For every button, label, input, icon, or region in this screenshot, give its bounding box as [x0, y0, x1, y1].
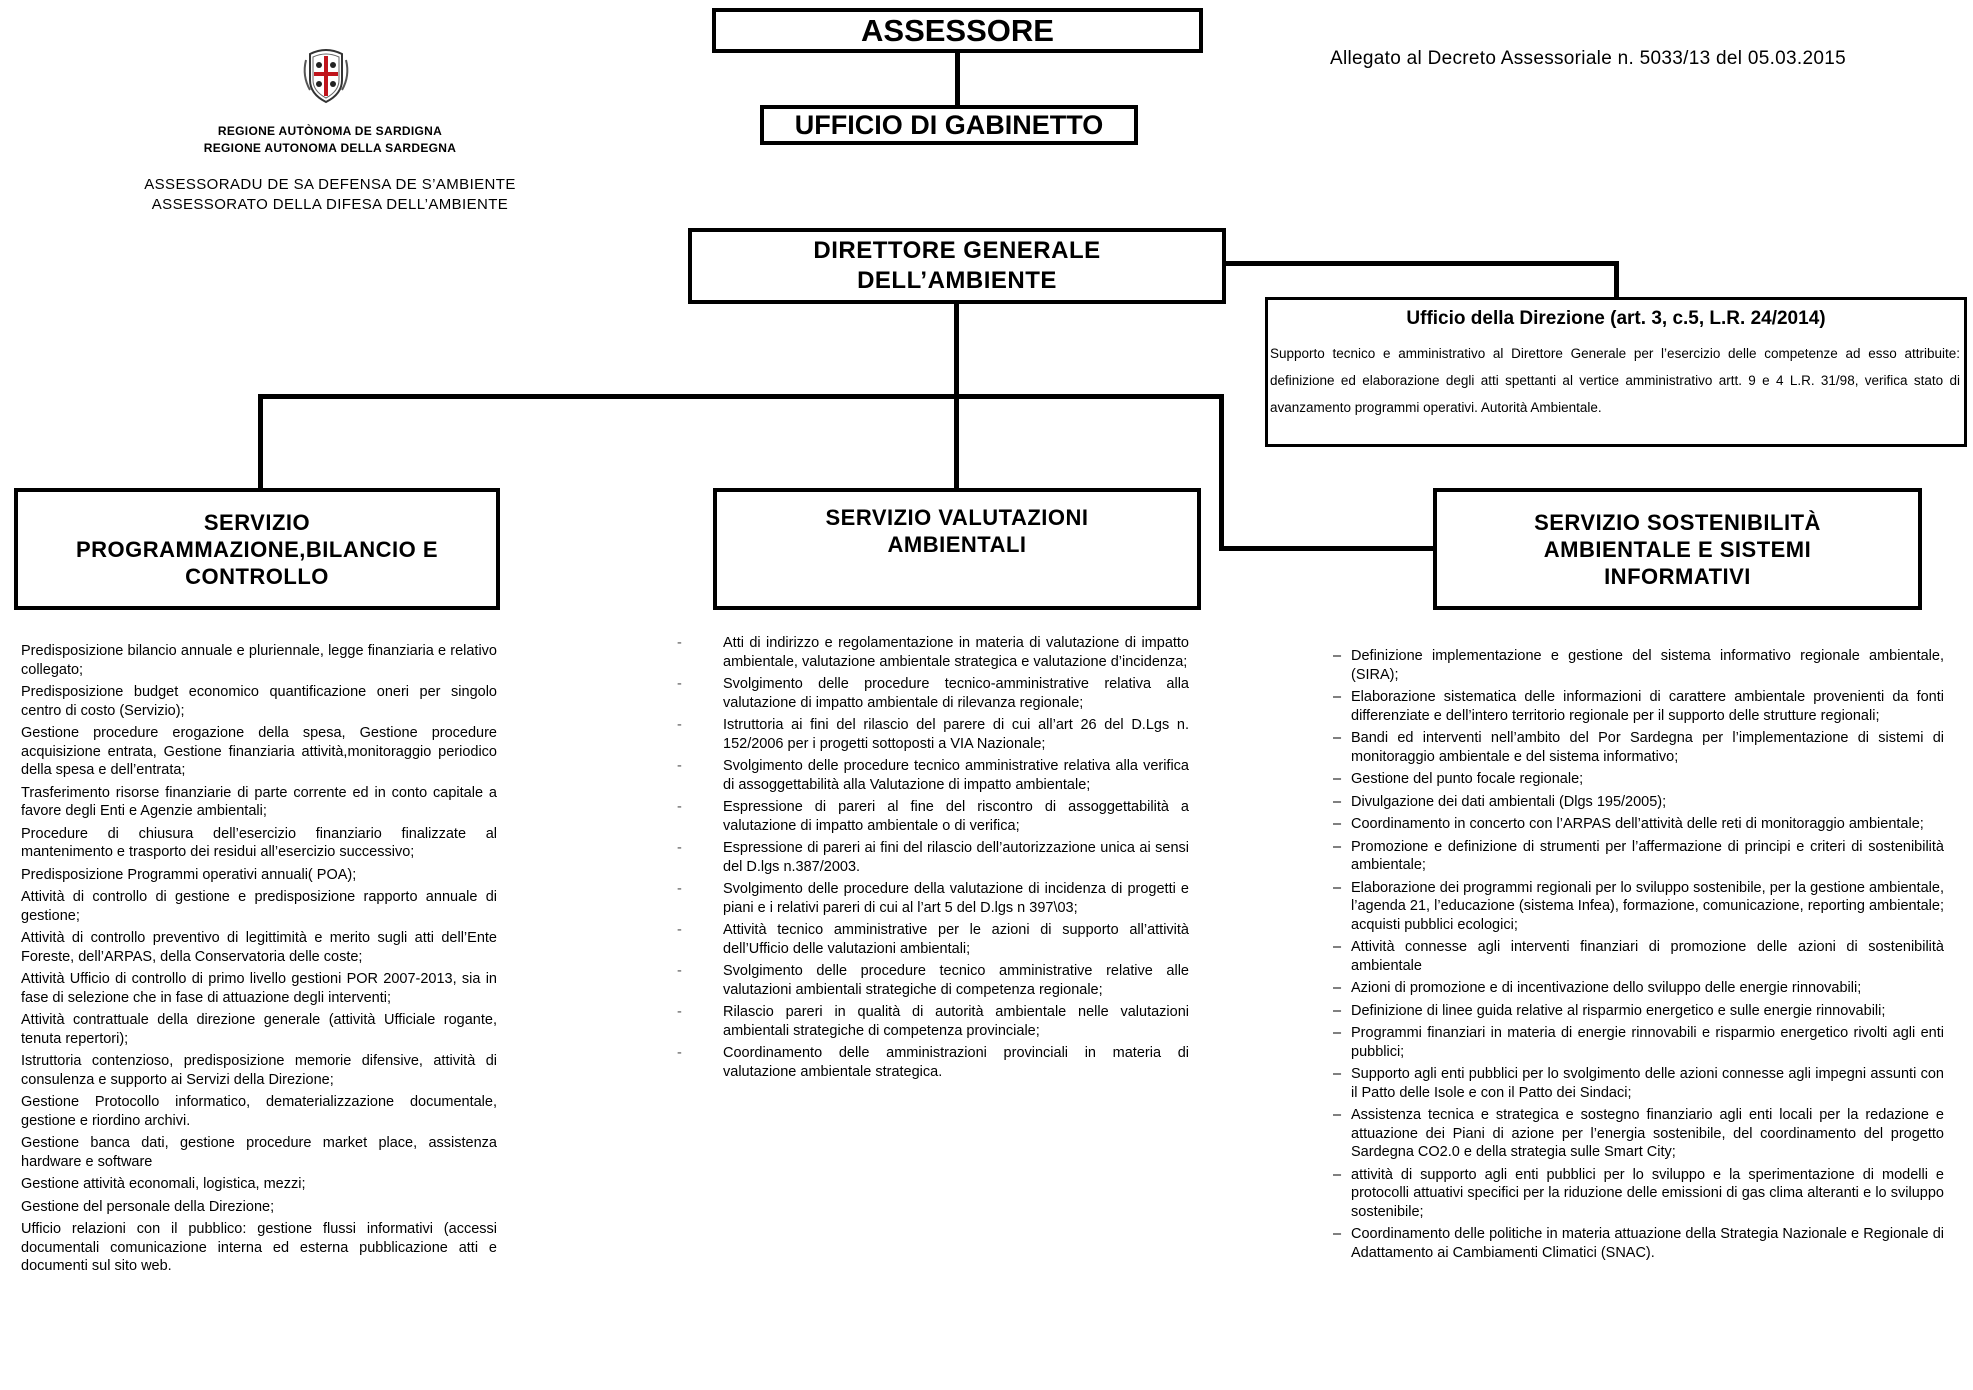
list-item: Assistenza tecnica e strategica e sosteg… — [1333, 1106, 1944, 1162]
list-item: Promozione e definizione di strumenti pe… — [1333, 838, 1944, 875]
list-item: Istruttoria ai fini del rilascio del par… — [677, 716, 1189, 753]
list-item: Elaborazione dei programmi regionali per… — [1333, 879, 1944, 935]
connector-services-bus — [258, 394, 1224, 399]
list-item: Atti di indirizzo e regolamentazione in … — [677, 634, 1189, 671]
list-item: Gestione Protocollo informatico, demater… — [21, 1094, 497, 1129]
list-item: Rilascio pareri in qualità di autorità a… — [677, 1003, 1189, 1040]
list-item: Attività contrattuale della direzione ge… — [21, 1012, 497, 1047]
list-item: Attività Ufficio di controllo di primo l… — [21, 971, 497, 1006]
list-item: attività di supporto agli enti pubblici … — [1333, 1166, 1944, 1222]
department-name-italian: ASSESSORATO DELLA DIFESA DELL’AMBIENTE — [151, 196, 509, 213]
list-item: Gestione del personale della Direzione; — [21, 1198, 275, 1215]
list-item: Elaborazione sistematica delle informazi… — [1333, 688, 1944, 725]
list-item: Bandi ed interventi nell’ambito del Por … — [1333, 729, 1944, 766]
service-valutazioni-box: SERVIZIO VALUTAZIONI AMBIENTALI — [713, 488, 1201, 610]
service-programmazione-list: Predisposizione bilancio annuale e pluri… — [21, 642, 497, 1280]
service-valutazioni-title-2: AMBIENTALI — [887, 532, 1027, 557]
service-programmazione-title-2: PROGRAMMAZIONE,BILANCIO E — [75, 536, 439, 562]
service-sostenibilita-title-2: AMBIENTALE E SISTEMI — [1543, 536, 1812, 562]
connector-service2 — [954, 394, 959, 490]
service-sostenibilita-list: Definizione implementazione e gestione d… — [1333, 647, 1944, 1266]
list-item: Ufficio relazioni con il pubblico: gesti… — [21, 1221, 497, 1274]
list-item: Attività connesse agli interventi finanz… — [1333, 938, 1944, 975]
assessore-label: ASSESSORE — [861, 12, 1054, 48]
service-sostenibilita-title-3: INFORMATIVI — [1604, 563, 1751, 589]
list-item: Attività tecnico amministrative per le a… — [677, 921, 1189, 958]
region-name-italian: REGIONE AUTONOMA DELLA SARDEGNA — [203, 141, 457, 155]
service-programmazione-title-3: CONTROLLO — [185, 563, 329, 589]
list-item: Definizione implementazione e gestione d… — [1333, 647, 1944, 684]
list-item: Definizione di linee guida relative al r… — [1333, 1002, 1944, 1021]
ufficio-direzione-title: Ufficio della Direzione (art. 3, c.5, L.… — [1406, 308, 1826, 329]
connector-assessore-gabinetto — [955, 50, 960, 108]
connector-direttore-ufficio-h — [1222, 261, 1618, 266]
list-item: Espressione di pareri ai fini del rilasc… — [677, 839, 1189, 876]
list-item: Svolgimento delle procedure tecnico-ammi… — [677, 675, 1189, 712]
list-item: Programmi finanziari in materia di energ… — [1333, 1024, 1944, 1061]
list-item: Supporto agli enti pubblici per lo svolg… — [1333, 1065, 1944, 1102]
ufficio-direzione-box: Ufficio della Direzione (art. 3, c.5, L.… — [1265, 297, 1967, 447]
department-name-sardinian: ASSESSORADU DE SA DEFENSA DE S’AMBIENTE — [144, 176, 516, 193]
region-emblem — [300, 46, 352, 104]
list-item: Trasferimento risorse finanziarie di par… — [21, 784, 497, 820]
region-name-sardinian: REGIONE AUTÒNOMA DE SARDIGNA — [217, 124, 443, 138]
service-valutazioni-title-1: SERVIZIO VALUTAZIONI — [825, 505, 1089, 530]
service-sostenibilita-box: SERVIZIO SOSTENIBILITÀ AMBIENTALE E SIST… — [1433, 488, 1922, 610]
list-item: Predisposizione Programmi operativi annu… — [21, 866, 357, 883]
list-item: Coordinamento delle amministrazioni prov… — [677, 1044, 1189, 1081]
ufficio-direzione-text: Supporto tecnico e amministrativo al Dir… — [1270, 346, 1960, 415]
list-item: Svolgimento delle procedure tecnico ammi… — [677, 962, 1189, 999]
assessore-box: ASSESSORE — [712, 8, 1203, 53]
direttore-label-line1: DIRETTORE GENERALE — [813, 237, 1101, 264]
list-item: Istruttoria contenzioso, predisposizione… — [21, 1053, 497, 1088]
list-item: Attività di controllo preventivo di legi… — [21, 930, 497, 965]
list-item: Svolgimento delle procedure tecnico ammi… — [677, 757, 1189, 794]
list-item: Predisposizione bilancio annuale e pluri… — [21, 643, 497, 678]
list-item: Procedure di chiusura dell’esercizio fin… — [21, 825, 497, 861]
annex-note: Allegato al Decreto Assessoriale n. 5033… — [1330, 48, 1846, 69]
list-item: Gestione procedure erogazione della spes… — [21, 725, 497, 778]
list-item: Divulgazione dei dati ambientali (Dlgs 1… — [1333, 793, 1944, 812]
direttore-label-line2: DELL’AMBIENTE — [857, 267, 1057, 294]
list-item: Gestione attività economali, logistica, … — [21, 1176, 306, 1192]
gabinetto-label: UFFICIO DI GABINETTO — [794, 109, 1104, 140]
list-item: Azioni di promozione e di incentivazione… — [1333, 979, 1944, 998]
list-item: Gestione banca dati, gestione procedure … — [21, 1135, 497, 1170]
list-item: Espressione di pareri al fine del riscon… — [677, 798, 1189, 835]
list-item: Svolgimento delle procedure della valuta… — [677, 880, 1189, 917]
coat-of-arms-icon — [303, 49, 349, 104]
connector-service3-v — [1219, 394, 1224, 550]
list-item: Coordinamento delle politiche in materia… — [1333, 1225, 1944, 1262]
list-item: Gestione del punto focale regionale; — [1333, 770, 1944, 789]
gabinetto-box: UFFICIO DI GABINETTO — [760, 105, 1138, 145]
connector-direttore-down — [954, 303, 959, 398]
list-item: Attività di controllo di gestione e pred… — [21, 889, 497, 924]
list-item: Coordinamento in concerto con l’ARPAS de… — [1333, 815, 1944, 834]
connector-service3-h — [1219, 546, 1435, 551]
service-valutazioni-list: Atti di indirizzo e regolamentazione in … — [677, 634, 1189, 1085]
service-programmazione-box: SERVIZIO PROGRAMMAZIONE,BILANCIO E CONTR… — [14, 488, 500, 610]
direttore-generale-box: DIRETTORE GENERALE DELL’AMBIENTE — [688, 228, 1226, 304]
service-programmazione-title-1: SERVIZIO — [203, 509, 311, 535]
connector-service1 — [258, 394, 263, 490]
service-sostenibilita-title-1: SERVIZIO SOSTENIBILITÀ — [1534, 509, 1821, 535]
connector-direttore-ufficio-v — [1614, 261, 1619, 298]
list-item: Predisposizione budget economico quantif… — [21, 684, 497, 719]
